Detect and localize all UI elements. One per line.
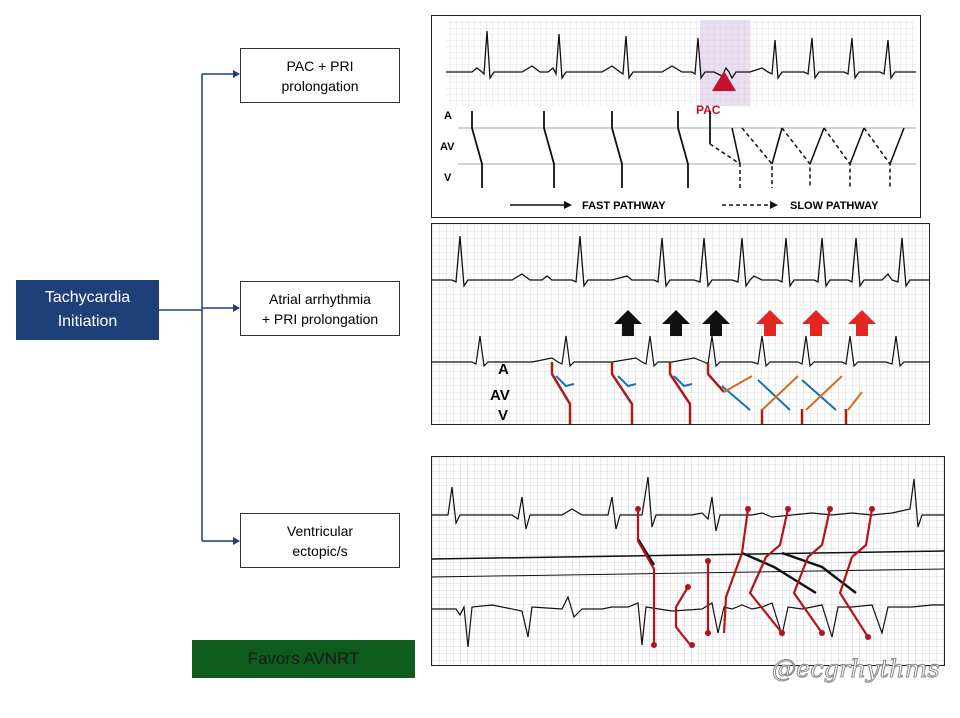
ecg-panel-pac: PAC A AV V FAST [431, 15, 921, 218]
blue-conduction-lines [555, 375, 837, 411]
branch-atrial-label: Atrial arrhythmia + PRI prolongation [261, 290, 379, 327]
ecg-panel-atrial: A AV V [431, 223, 930, 425]
ecg-ventricular-figure [432, 457, 944, 665]
ecg-panel-ventricular [431, 456, 945, 666]
red-arrow-markers [756, 310, 876, 336]
branch-pac: PAC + PRI prolongation [240, 48, 400, 103]
row-label-a: A [444, 110, 452, 122]
root-label: Tachycardia Initiation [44, 289, 131, 330]
root-tachycardia-initiation: Tachycardia Initiation [16, 280, 159, 340]
row-label-v: V [444, 172, 452, 184]
red-node-markers [635, 506, 875, 648]
row-label-a: A [498, 361, 509, 378]
conclusion-favors-avnrt: Favors AVNRT [192, 640, 415, 678]
ecg-pac-figure: PAC A AV V FAST [440, 20, 916, 212]
branch-atrial-arrhythmia: Atrial arrhythmia + PRI prolongation [240, 281, 400, 336]
black-ladder-lines [636, 538, 857, 595]
red-ladder-lines [636, 508, 874, 648]
fast-pathway-legend: FAST PATHWAY [582, 200, 666, 212]
row-label-av: AV [440, 141, 455, 153]
orange-conduction-lines [723, 375, 863, 411]
row-label-v: V [498, 407, 508, 424]
branch-pac-label: PAC + PRI prolongation [281, 57, 359, 94]
watermark: @ecgrhythms [772, 655, 941, 684]
ladder-fast-pathway [471, 111, 711, 188]
slow-pathway-legend: SLOW PATHWAY [790, 200, 879, 212]
branch-ventricular-ectopic: Ventricular ectopic/s [240, 513, 400, 568]
red-conduction-lines [550, 362, 848, 424]
pac-arrow [712, 71, 736, 91]
ladder-slow-pathway [709, 127, 891, 188]
branch-ventricular-label: Ventricular ectopic/s [286, 522, 354, 559]
black-arrow-markers [614, 310, 730, 336]
ecg-atrial-figure: A AV V [432, 224, 929, 424]
row-label-av: AV [490, 387, 510, 404]
pac-label: PAC [696, 103, 721, 117]
conclusion-label: Favors AVNRT [247, 649, 360, 668]
